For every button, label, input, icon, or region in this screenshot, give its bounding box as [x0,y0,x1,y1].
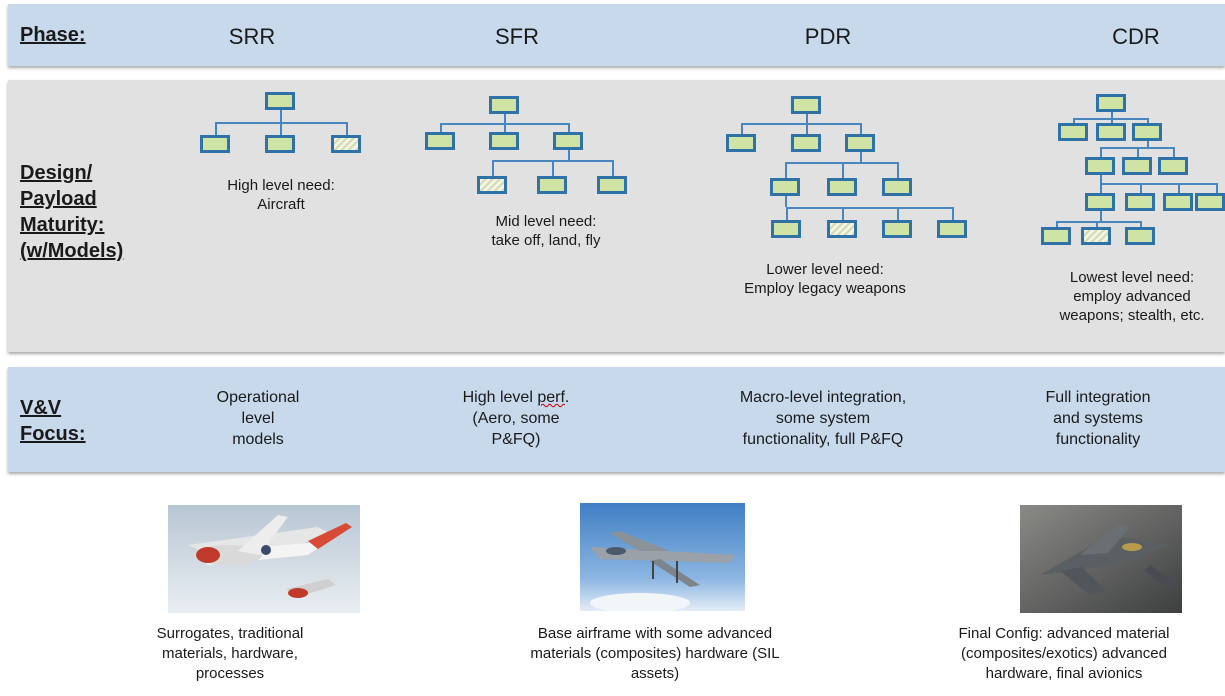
f18-fighter-photo [580,503,745,611]
phase-sfr: SFR [495,24,539,49]
vv-row-label: V&V Focus: [20,397,86,445]
tree-node [425,132,455,150]
tree-node [937,220,967,238]
need-sfr: Mid level need:take off, land, fly [491,213,601,249]
design-row-label: Design/ Payload Maturity: (w/Models) [20,162,124,262]
f35-fighter-photo [1020,505,1182,613]
tree-node [553,132,583,150]
tree-node-highlighted [477,176,507,194]
tree-node [1096,123,1126,141]
tree-node [265,135,295,153]
tree-node [1096,94,1126,112]
tree-node [1085,157,1115,175]
tree-node [882,178,912,196]
tree-node [1158,157,1188,175]
tree-node [882,220,912,238]
tree-node-highlighted [827,220,857,238]
tree-node-highlighted [331,135,361,153]
tree-node [1041,227,1071,245]
tree-node [771,220,801,238]
tree-node-highlighted [1081,227,1111,245]
phase-cdr: CDR [1112,24,1160,49]
tree-node [265,92,295,110]
tree-node [1132,123,1162,141]
tree-node [827,178,857,196]
tree-node [489,132,519,150]
jet-trainer-photo [168,505,360,613]
caption-cdr: Final Config: advanced material(composit… [958,625,1170,682]
tree-node [1085,193,1115,211]
phase-row: Phase: SRR SFR PDR CDR [8,4,1225,66]
need-srr: High level need:Aircraft [227,177,335,213]
tree-node [791,96,821,114]
tree-node [1125,193,1155,211]
tree-node [489,96,519,114]
tree-node [1163,193,1193,211]
need-pdr: Lower level need:Employ legacy weapons [744,261,906,297]
tree-node [1125,227,1155,245]
tree-node [726,134,756,152]
tree-node [845,134,875,152]
phase-row-label: Phase: [20,24,86,46]
tree-node [597,176,627,194]
design-maturity-row: Design/ Payload Maturity: (w/Models) Hig… [8,80,1225,352]
tree-node [1195,193,1225,211]
tree-node [791,134,821,152]
phase-srr: SRR [228,24,276,49]
tree-node [1058,123,1088,141]
tree-node [770,178,800,196]
tree-node [1122,157,1152,175]
tree-node [200,135,230,153]
phase-pdr: PDR [804,24,852,49]
tree-node [537,176,567,194]
